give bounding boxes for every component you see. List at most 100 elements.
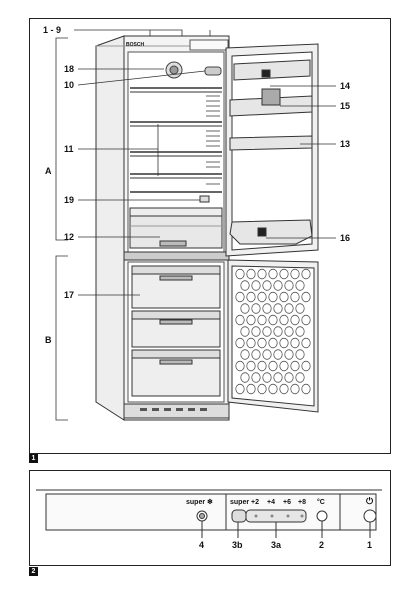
ice-cell <box>268 360 278 372</box>
ice-cell <box>262 280 272 291</box>
ice-cell <box>268 383 278 395</box>
ice-cell <box>235 268 245 280</box>
ice-cell <box>279 314 289 326</box>
callout-3a-temp-display: 3a <box>271 540 282 550</box>
unit-celsius-label: °C <box>317 499 325 506</box>
ice-cell <box>290 314 300 326</box>
ice-cell <box>235 314 245 326</box>
figure-number-2: 2 <box>29 567 38 576</box>
ice-cell <box>246 291 256 303</box>
ice-cell <box>295 372 305 383</box>
callout-17-freezer-drawers: 17 <box>64 290 75 300</box>
ice-cell <box>279 337 289 349</box>
ice-cell <box>235 337 245 349</box>
ice-cell <box>279 268 289 280</box>
ice-cell <box>290 383 300 395</box>
ice-cell <box>295 280 305 291</box>
ice-cell <box>235 383 245 395</box>
callout-1-9: 1 - 9 <box>43 25 62 35</box>
ice-cell <box>240 280 250 291</box>
ice-cell <box>279 360 289 372</box>
callout-18-fan: 18 <box>64 64 75 74</box>
callout-2-temp-button: 2 <box>319 540 325 550</box>
ice-cell <box>284 303 294 314</box>
callout-11-shelves: 11 <box>64 144 74 154</box>
callout-10-light: 10 <box>64 80 75 90</box>
ice-cell <box>246 268 256 280</box>
power-icon: ⏻ <box>366 496 374 506</box>
ice-cell <box>246 314 256 326</box>
ice-cell <box>268 337 278 349</box>
ice-cell <box>301 360 311 372</box>
ice-cell <box>290 360 300 372</box>
ice-cell <box>273 303 283 314</box>
ice-cell <box>284 372 294 383</box>
ice-cell <box>284 280 294 291</box>
ice-cell <box>257 383 267 395</box>
ice-cell <box>301 383 311 395</box>
temp-step-4: +4 <box>267 499 275 506</box>
callout-14-door-rack: 14 <box>340 81 351 91</box>
ice-cell <box>251 303 261 314</box>
ice-cell <box>273 326 283 337</box>
callout-13-door-rack: 13 <box>340 139 351 149</box>
fridge-door <box>225 43 319 257</box>
ice-cell <box>240 303 250 314</box>
ice-cell <box>240 372 250 383</box>
brand-logo: BOSCH <box>126 42 145 48</box>
ice-cell <box>240 326 250 337</box>
ice-cell <box>295 303 305 314</box>
temp-step-6: +6 <box>283 499 291 506</box>
zone-brackets <box>55 37 68 421</box>
ice-cell <box>268 291 278 303</box>
ice-cell <box>295 326 305 337</box>
ice-cell <box>273 280 283 291</box>
ice-cell <box>295 349 305 360</box>
ice-cell <box>273 349 283 360</box>
ice-cell <box>257 291 267 303</box>
zone-b-label: B <box>45 335 52 345</box>
temp-step-8: +8 <box>298 499 306 506</box>
ice-cell <box>246 337 256 349</box>
ice-cell <box>290 268 300 280</box>
figure-number-1: 1 <box>29 454 38 463</box>
ice-cell <box>235 291 245 303</box>
ice-cell <box>262 372 272 383</box>
callout-1-power: 1 <box>367 540 373 550</box>
ice-cell <box>262 349 272 360</box>
ice-cell <box>290 337 300 349</box>
ice-cell <box>257 314 267 326</box>
callout-3b-super-fridge: 3b <box>232 540 243 550</box>
temp-step-2: +2 <box>251 499 259 506</box>
ice-cell <box>251 280 261 291</box>
ice-cell <box>240 349 250 360</box>
callout-12-vegetable-drawer: 12 <box>64 232 75 242</box>
super-freezer-label: super ❄ <box>186 499 213 506</box>
ice-cell <box>251 349 261 360</box>
ice-cell <box>284 326 294 337</box>
callout-19-bottle-shelf: 19 <box>64 195 75 205</box>
ice-cell <box>235 360 245 372</box>
ice-cell <box>246 360 256 372</box>
ice-cell <box>268 314 278 326</box>
ice-cell <box>251 326 261 337</box>
callout-15-door-rack: 15 <box>340 101 351 111</box>
ice-cell <box>268 268 278 280</box>
ice-cell <box>273 372 283 383</box>
ice-cell <box>257 268 267 280</box>
super-fridge-label: super <box>230 499 250 506</box>
leader-lines <box>74 29 336 296</box>
ice-cell <box>290 291 300 303</box>
ice-cell <box>279 383 289 395</box>
ice-cell <box>301 337 311 349</box>
ice-cell <box>251 372 261 383</box>
ice-cell <box>301 291 311 303</box>
ice-cell <box>257 360 267 372</box>
freezer-door <box>227 259 319 413</box>
zone-a-label: A <box>45 166 52 176</box>
ice-cell <box>301 314 311 326</box>
callout-16-bottle-rack: 16 <box>340 233 351 243</box>
ice-cell <box>301 268 311 280</box>
